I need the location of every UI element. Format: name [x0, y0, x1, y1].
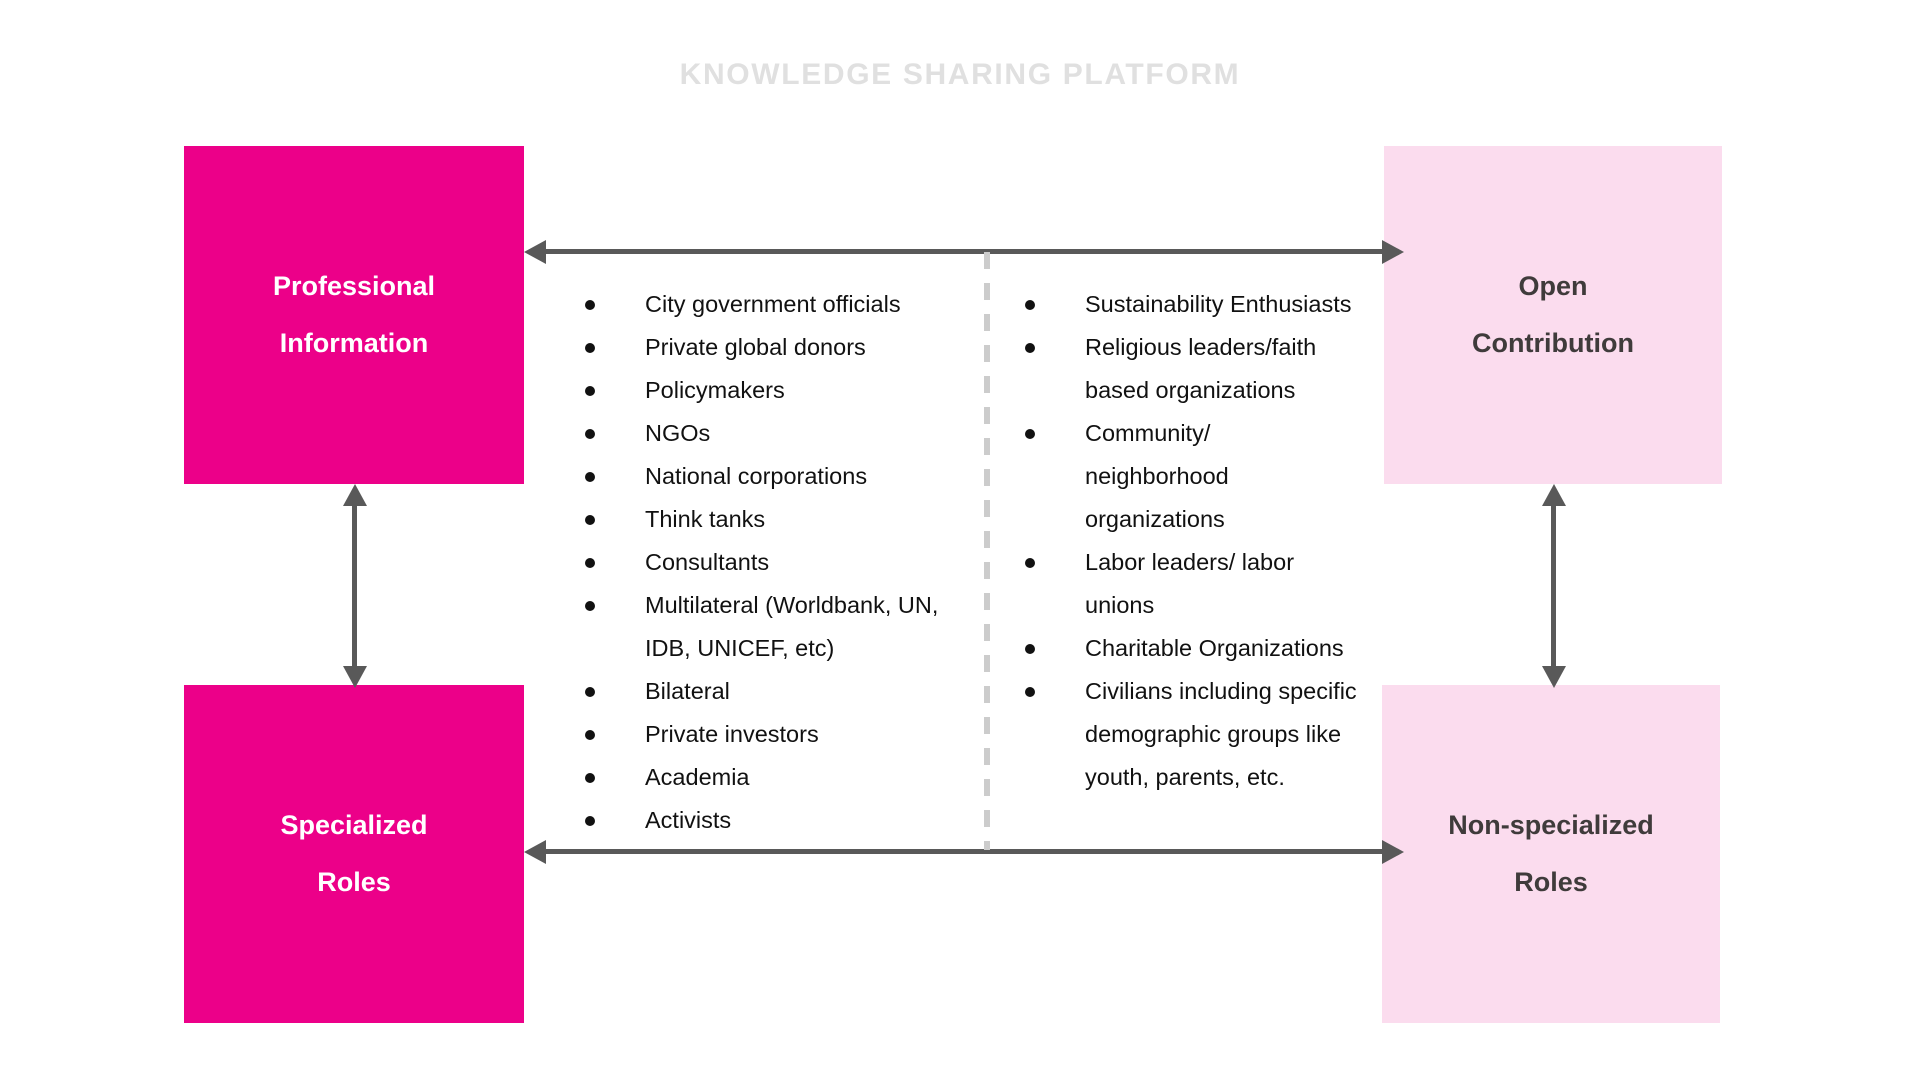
list-item-label: Civilians including specific demographic…	[1085, 678, 1357, 790]
arrow-head-down-icon	[342, 666, 367, 688]
list-item-label: Charitable Organizations	[1085, 635, 1344, 661]
arrow-head-right-icon	[1382, 239, 1404, 264]
quadrant-box-professional-information[interactable]: Professional Information	[184, 146, 524, 484]
quadrant-label-line1: Non-specialized	[1448, 810, 1654, 840]
list-item-label: Multilateral (Worldbank, UN, IDB, UNICEF…	[645, 592, 939, 661]
bullet-icon	[1025, 343, 1035, 353]
list-item-label: Community/ neighborhood organizations	[1085, 420, 1229, 532]
list-item-label: Bilateral	[645, 678, 730, 704]
quadrant-box-specialized-roles[interactable]: Specialized Roles	[184, 685, 524, 1023]
quadrant-label-line2: Information	[279, 328, 429, 358]
list-item: Consultants	[578, 541, 958, 584]
list-item-label: Think tanks	[645, 506, 766, 532]
arrow-head-down-icon	[1541, 666, 1566, 688]
list-item-label: Academia	[645, 764, 750, 790]
list-item: Private investors	[578, 713, 958, 756]
list-item-label: City government officials	[645, 291, 901, 317]
quadrant-box-open-contribution[interactable]: Open Contribution	[1384, 146, 1722, 484]
quadrant-label-line2: Roles	[317, 867, 391, 897]
list-item-label: Religious leaders/faith based organizati…	[1085, 334, 1317, 403]
bullet-icon	[585, 429, 595, 439]
list-item: National corporations	[578, 455, 958, 498]
list-item: NGOs	[578, 412, 958, 455]
list-item: Civilians including specific demographic…	[1018, 670, 1358, 799]
list-item: Multilateral (Worldbank, UN, IDB, UNICEF…	[578, 584, 958, 670]
list-item: Private global donors	[578, 326, 958, 369]
list-item-label: Policymakers	[645, 377, 785, 403]
list-item-label: Activists	[645, 807, 732, 833]
arrow-shaft	[544, 849, 1382, 854]
bullet-icon	[585, 730, 595, 740]
bullet-icon	[1025, 558, 1035, 568]
bullet-icon	[585, 601, 595, 611]
arrow-shaft	[352, 504, 357, 666]
arrow-head-left-icon	[524, 839, 546, 864]
bullet-icon	[1025, 644, 1035, 654]
arrow-shaft	[1551, 504, 1556, 666]
list-item: Labor leaders/ labor unions	[1018, 541, 1358, 627]
quadrant-label-line1: Open	[1518, 271, 1588, 301]
list-item: Charitable Organizations	[1018, 627, 1358, 670]
list-item-label: National corporations	[645, 463, 868, 489]
bullet-icon	[585, 773, 595, 783]
arrow-head-left-icon	[524, 239, 546, 264]
bullet-icon	[585, 343, 595, 353]
list-item: Think tanks	[578, 498, 958, 541]
list-item: Religious leaders/faith based organizati…	[1018, 326, 1358, 412]
bullet-icon	[1025, 300, 1035, 310]
bullet-list-non-specialized: Sustainability Enthusiasts Religious lea…	[1018, 283, 1358, 799]
list-item-label: Labor leaders/ labor unions	[1085, 549, 1295, 618]
arrow-head-right-icon	[1382, 839, 1404, 864]
list-item-label: Private investors	[645, 721, 819, 747]
list-item-label: NGOs	[645, 420, 711, 446]
bullet-icon	[1025, 429, 1035, 439]
bullet-icon	[585, 515, 595, 525]
list-item-label: Sustainability Enthusiasts	[1085, 291, 1352, 317]
bullet-icon	[585, 816, 595, 826]
list-item: Community/ neighborhood organizations	[1018, 412, 1358, 541]
arrow-shaft	[544, 249, 1382, 254]
list-item: Academia	[578, 756, 958, 799]
bullet-icon	[585, 386, 595, 396]
bullet-list-specialized: City government officials Private global…	[578, 283, 958, 842]
bullet-icon	[585, 472, 595, 482]
page-title: KNOWLEDGE SHARING PLATFORM	[679, 58, 1241, 91]
quadrant-label-line2: Roles	[1514, 867, 1588, 897]
list-item: City government officials	[578, 283, 958, 326]
bullet-icon	[585, 300, 595, 310]
arrow-head-up-icon	[1541, 484, 1566, 506]
list-item: Sustainability Enthusiasts	[1018, 283, 1358, 326]
vertical-dashed-divider	[984, 252, 990, 850]
arrow-head-up-icon	[342, 484, 367, 506]
list-item: Policymakers	[578, 369, 958, 412]
list-item: Activists	[578, 799, 958, 842]
list-item-label: Consultants	[645, 549, 770, 575]
list-item-label: Private global donors	[645, 334, 866, 360]
bullet-icon	[585, 558, 595, 568]
quadrant-label-line1: Professional	[272, 271, 436, 301]
list-item: Bilateral	[578, 670, 958, 713]
bullet-icon	[1025, 687, 1035, 697]
quadrant-box-non-specialized-roles[interactable]: Non-specialized Roles	[1382, 685, 1720, 1023]
bullet-icon	[585, 687, 595, 697]
quadrant-label-line2: Contribution	[1472, 328, 1634, 358]
quadrant-label-line1: Specialized	[280, 810, 428, 840]
